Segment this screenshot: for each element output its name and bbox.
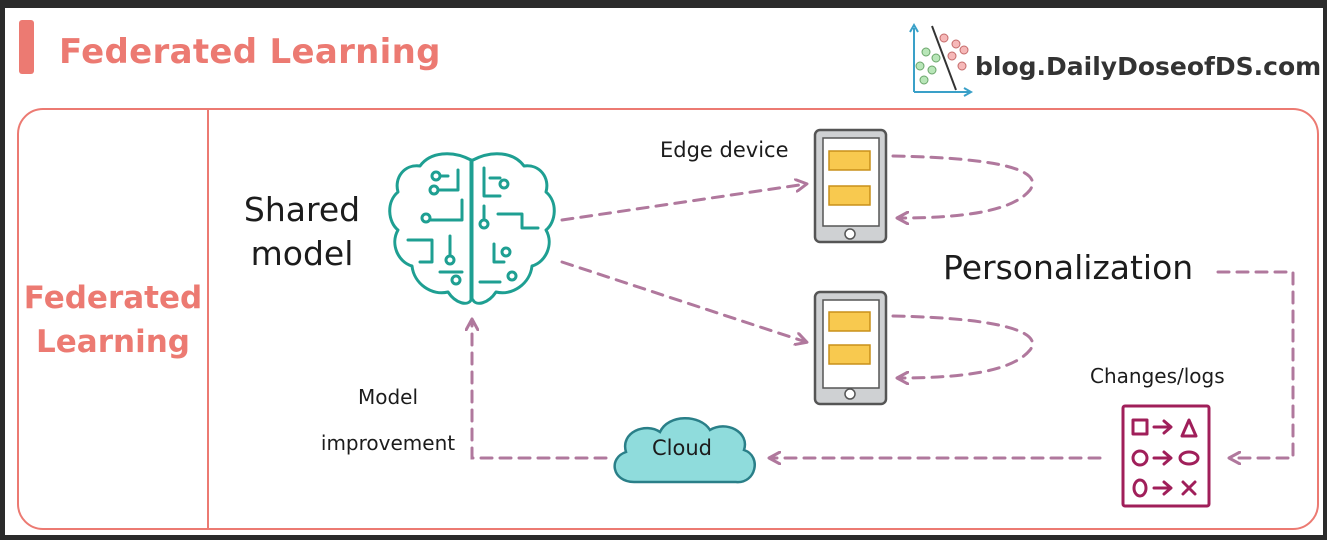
- page-title: Federated Learning: [59, 32, 441, 72]
- model-improvement-label: Model improvement: [314, 374, 462, 466]
- tablet-device-icon: [813, 290, 888, 406]
- side-label-line2: Learning: [36, 324, 190, 360]
- changes-logs-label: Changes/logs: [1090, 364, 1225, 388]
- changes-logs-icon: [1121, 404, 1211, 508]
- arrow-model-to-device1: [560, 184, 806, 222]
- model-improvement-line2: improvement: [320, 431, 456, 455]
- title-accent-bar: [19, 20, 34, 74]
- edge-device-label: Edge device: [660, 138, 789, 162]
- side-label: Federated Learning: [19, 276, 207, 364]
- side-label-line1: Federated: [23, 280, 203, 316]
- window-frame-left: [0, 0, 5, 540]
- window-frame-right: [1323, 0, 1327, 540]
- window-frame-top: [0, 0, 1327, 8]
- arrow-personalization-to-logs: [1216, 270, 1295, 458]
- loop-arrow-device2: [891, 314, 1034, 378]
- shared-model-line1: Shared: [243, 190, 361, 229]
- logo-text: blog.DailyDoseofDS.com: [975, 52, 1322, 81]
- model-improvement-line1: Model: [357, 385, 419, 409]
- cloud-label: Cloud: [652, 436, 712, 460]
- arrow-cloud-to-model: [472, 320, 608, 460]
- scatter-plot-logo-icon: [909, 22, 974, 97]
- personalization-label: Personalization: [943, 248, 1194, 287]
- content-panel: [17, 108, 1319, 530]
- window-frame-bottom: [0, 535, 1327, 540]
- cloud-icon: [613, 417, 756, 484]
- shared-model-line2: model: [250, 234, 354, 273]
- arrow-model-to-device2: [560, 260, 806, 342]
- panel-divider: [207, 108, 209, 528]
- tablet-device-icon: [813, 128, 888, 244]
- brain-circuit-icon: [388, 152, 556, 305]
- shared-model-label: Shared model: [240, 188, 364, 276]
- loop-arrow-device1: [891, 154, 1034, 218]
